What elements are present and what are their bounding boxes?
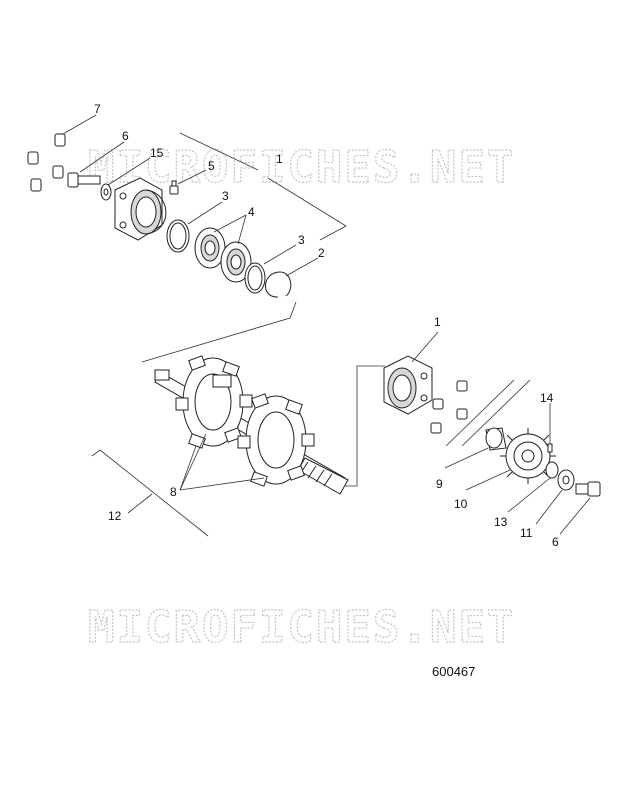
callout-6-top: 6 — [122, 129, 129, 143]
callout-6-bottom: 6 — [552, 535, 559, 549]
callout-4: 4 — [248, 205, 255, 219]
callout-7: 7 — [94, 102, 101, 116]
bearing-housing-top — [114, 177, 167, 241]
grease-fitting — [169, 180, 179, 195]
bearing-2 — [220, 241, 252, 283]
callout-3-right: 3 — [298, 233, 305, 247]
callout-1-top: 1 — [276, 152, 283, 166]
bearing-housing-right — [383, 355, 433, 415]
snap-ring-left — [166, 219, 190, 253]
long-bolt-top — [67, 172, 101, 188]
bolt-bottom — [575, 481, 601, 497]
washer-13 — [545, 461, 559, 479]
washer-11 — [557, 469, 575, 491]
callout-2: 2 — [318, 246, 325, 260]
bolt-cluster-left — [27, 133, 66, 192]
callout-5: 5 — [208, 159, 215, 173]
drive-sprocket-right — [237, 393, 315, 487]
callout-12: 12 — [108, 509, 122, 523]
callout-10: 10 — [454, 497, 468, 511]
chain-sprocket — [500, 428, 556, 484]
callout-3-left: 3 — [222, 189, 229, 203]
callout-13: 13 — [494, 515, 508, 529]
callout-1-right: 1 — [434, 315, 441, 329]
callout-9: 9 — [436, 477, 443, 491]
callout-8: 8 — [170, 485, 177, 499]
watermark-bottom: MICROFICHES.NET — [88, 602, 515, 653]
drive-sprocket-left — [175, 355, 253, 449]
circlip — [265, 271, 292, 298]
callout-15: 15 — [150, 146, 164, 160]
bolt-cluster-right — [430, 380, 468, 434]
key — [547, 443, 553, 453]
spacer — [485, 427, 507, 451]
bearing-1 — [194, 227, 226, 269]
callout-14: 14 — [540, 391, 554, 405]
figure-number: 600467 — [432, 664, 475, 679]
callout-11: 11 — [520, 526, 533, 540]
washer-15 — [100, 183, 112, 201]
watermark-top: MICROFICHES.NET — [88, 142, 515, 193]
